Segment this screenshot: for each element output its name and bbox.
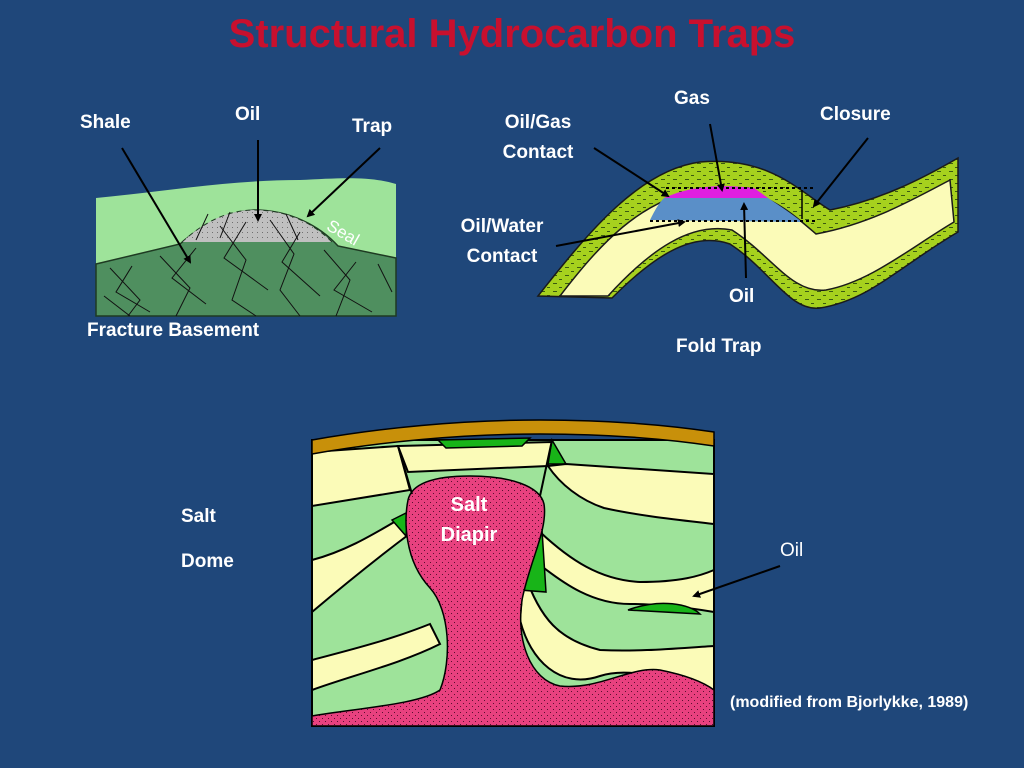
label-trap: Trap <box>352 116 393 137</box>
citation: (modified from Bjorlykke, 1989) <box>730 694 969 711</box>
fold-trap <box>536 123 959 309</box>
label-gas: Gas <box>674 88 710 109</box>
label-oil-fold: Oil <box>729 286 755 307</box>
trap-arrow <box>306 147 381 218</box>
salt-dome-block <box>311 419 781 727</box>
oil-column <box>650 198 802 222</box>
label-closure: Closure <box>820 104 891 125</box>
shale-arrow <box>121 147 192 264</box>
label-fold-trap: Fold Trap <box>676 336 762 357</box>
label-salt-diapir-line2: Diapir <box>440 524 498 546</box>
fracture-basement-trap <box>95 140 397 317</box>
oil-pool <box>182 210 332 242</box>
oil-gas-contact-arrow <box>593 147 670 198</box>
salt-oil-arrow <box>692 565 781 598</box>
label-oil-salt: Oil <box>780 540 804 561</box>
label-dome: Dome <box>181 551 234 572</box>
label-oil-water-contact-line1: Oil/Water <box>460 216 544 237</box>
gas-cap <box>664 186 768 198</box>
label-salt: Salt <box>181 506 216 527</box>
label-salt-diapir: Salt Diapir <box>424 490 514 550</box>
salt-diapir <box>311 475 715 727</box>
label-oil-water-contact: Oil/Water Contact <box>444 212 560 272</box>
label-oil-gas-contact-line2: Contact <box>502 142 574 163</box>
fracture-lines <box>103 211 393 317</box>
oil-water-contact-arrow <box>555 219 686 247</box>
cap-layer <box>311 419 715 455</box>
label-salt-diapir-line1: Salt <box>450 494 488 516</box>
oil-arrow-fold <box>740 202 749 279</box>
label-oil-water-contact-line2: Contact <box>466 246 538 267</box>
gas-arrow <box>709 123 725 192</box>
label-shale: Shale <box>80 112 131 133</box>
label-oil-gas-contact: Oil/Gas Contact <box>488 108 588 168</box>
label-fracture-basement: Fracture Basement <box>87 320 260 341</box>
label-oil-gas-contact-line1: Oil/Gas <box>504 112 572 133</box>
label-oil-left: Oil <box>235 104 261 125</box>
closure-arrow <box>812 137 869 208</box>
slide-title: Structural Hydrocarbon Traps <box>228 12 796 56</box>
